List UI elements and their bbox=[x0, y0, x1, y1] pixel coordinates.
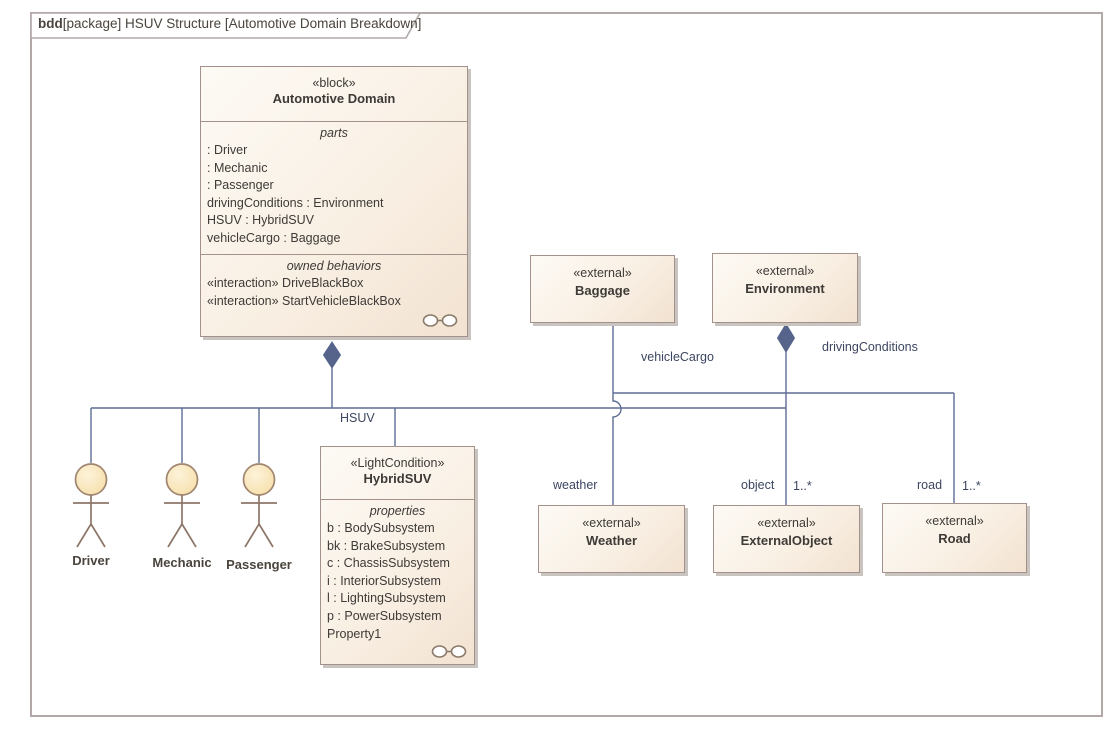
compartment-item: bk : BrakeSubsystem bbox=[327, 538, 446, 553]
multiplicity-label-object: 1..* bbox=[793, 479, 812, 493]
actor-label-mechanic: Mechanic bbox=[152, 555, 212, 570]
stereotype-label: «LightCondition» bbox=[350, 456, 445, 470]
role-label-weather: weather bbox=[553, 478, 598, 492]
stereotype-label: «block» bbox=[312, 76, 356, 90]
block-header: «external» ExternalObject bbox=[714, 506, 859, 549]
glasses-icon bbox=[422, 314, 458, 327]
block-environment[interactable]: «external» Environment bbox=[712, 253, 858, 323]
block-hybridsuv[interactable]: «LightCondition» HybridSUV properties b … bbox=[320, 446, 475, 665]
block-externalobject[interactable]: «external» ExternalObject bbox=[713, 505, 860, 573]
actor-head bbox=[165, 463, 199, 496]
block-name: Baggage bbox=[575, 283, 630, 298]
actor-label-driver: Driver bbox=[72, 553, 110, 568]
compartment-item: p : PowerSubsystem bbox=[327, 608, 442, 623]
compartment-item: i : InteriorSubsystem bbox=[327, 573, 441, 588]
actor-head bbox=[242, 463, 276, 496]
role-label-drivingconditions: drivingConditions bbox=[822, 340, 918, 354]
compartment-item: : Driver bbox=[207, 143, 248, 157]
role-label-vehiclecargo: vehicleCargo bbox=[641, 350, 714, 364]
actor-body bbox=[241, 495, 277, 548]
actor-head bbox=[74, 463, 108, 496]
frame-title: bdd[package] HSUV Structure [Automotive … bbox=[38, 16, 421, 31]
actor-passenger[interactable] bbox=[224, 462, 294, 554]
block-automotive-domain[interactable]: «block» Automotive Domain parts : Driver… bbox=[200, 66, 468, 337]
block-header: «external» Environment bbox=[713, 254, 857, 297]
block-name: Road bbox=[938, 531, 971, 546]
block-name: Automotive Domain bbox=[272, 91, 396, 106]
parts-compartment: parts : Driver : Mechanic : Passenger drivi… bbox=[201, 122, 467, 255]
compartment-item: : Passenger bbox=[207, 178, 274, 193]
compartment-title: properties bbox=[369, 504, 426, 518]
compartment-item: drivingConditions : Environment bbox=[207, 195, 384, 210]
block-header: «LightCondition» HybridSUV bbox=[321, 447, 474, 500]
compartment-item: : Mechanic bbox=[207, 160, 268, 175]
role-label-hsuv: HSUV bbox=[340, 411, 375, 425]
block-header: «external» Road bbox=[883, 504, 1026, 547]
diagram-frame bbox=[30, 12, 1103, 717]
parts-list: : Driver : Mechanic : Passenger drivingCond… bbox=[201, 142, 467, 248]
compartment-item: b : BodySubsystem bbox=[327, 521, 435, 535]
block-name: HybridSUV bbox=[363, 471, 432, 486]
multiplicity-label-road: 1..* bbox=[962, 479, 981, 493]
compartment-item: Property1 bbox=[327, 626, 382, 641]
compartment-item: «interaction» DriveBlackBox bbox=[207, 276, 364, 290]
block-name: Weather bbox=[585, 533, 638, 548]
actor-body bbox=[164, 495, 200, 548]
stereotype-label: «external» bbox=[925, 514, 984, 528]
compartment-item: l : LightingSubsystem bbox=[327, 591, 446, 606]
glasses-icon bbox=[431, 645, 467, 658]
compartment-item: c : ChassisSubsystem bbox=[327, 556, 450, 571]
frame-title-keyword: bdd bbox=[38, 16, 63, 31]
actor-driver[interactable] bbox=[56, 462, 126, 554]
block-name: ExternalObject bbox=[740, 533, 833, 548]
behaviors-list: «interaction» DriveBlackBox «interaction»… bbox=[201, 275, 467, 310]
block-header: «external» Weather bbox=[539, 506, 684, 549]
compartment-item: «interaction» StartVehicleBlackBox bbox=[207, 293, 401, 308]
compartment-item: vehicleCargo : Baggage bbox=[207, 230, 341, 245]
block-road[interactable]: «external» Road bbox=[882, 503, 1027, 573]
block-weather[interactable]: «external» Weather bbox=[538, 505, 685, 573]
compartment-item: HSUV : HybridSUV bbox=[207, 213, 314, 228]
block-header: «external» Baggage bbox=[531, 256, 674, 299]
frame-title-tab bbox=[30, 12, 422, 39]
actor-mechanic[interactable] bbox=[147, 462, 217, 554]
properties-list: b : BodySubsystem bk : BrakeSubsystem c : … bbox=[321, 520, 474, 643]
stereotype-label: «external» bbox=[757, 516, 816, 530]
properties-compartment: properties b : BodySubsystem bk : BrakeSu… bbox=[321, 500, 474, 666]
role-label-road: road bbox=[917, 478, 943, 492]
behaviors-compartment: owned behaviors «interaction» DriveBlack… bbox=[201, 255, 467, 337]
stereotype-label: «external» bbox=[755, 264, 815, 278]
compartment-title: parts bbox=[320, 126, 348, 140]
actor-body bbox=[73, 495, 109, 548]
block-header: «block» Automotive Domain bbox=[201, 67, 467, 122]
frame-title-text: [package] HSUV Structure [Automotive Dom… bbox=[62, 16, 422, 31]
role-label-object: object bbox=[741, 478, 775, 492]
actor-label-passenger: Passenger bbox=[226, 557, 292, 572]
stereotype-label: «external» bbox=[573, 266, 632, 280]
stereotype-label: «external» bbox=[582, 516, 641, 530]
block-name: Environment bbox=[745, 281, 825, 296]
compartment-title: owned behaviors bbox=[286, 259, 382, 273]
block-baggage[interactable]: «external» Baggage bbox=[530, 255, 675, 323]
